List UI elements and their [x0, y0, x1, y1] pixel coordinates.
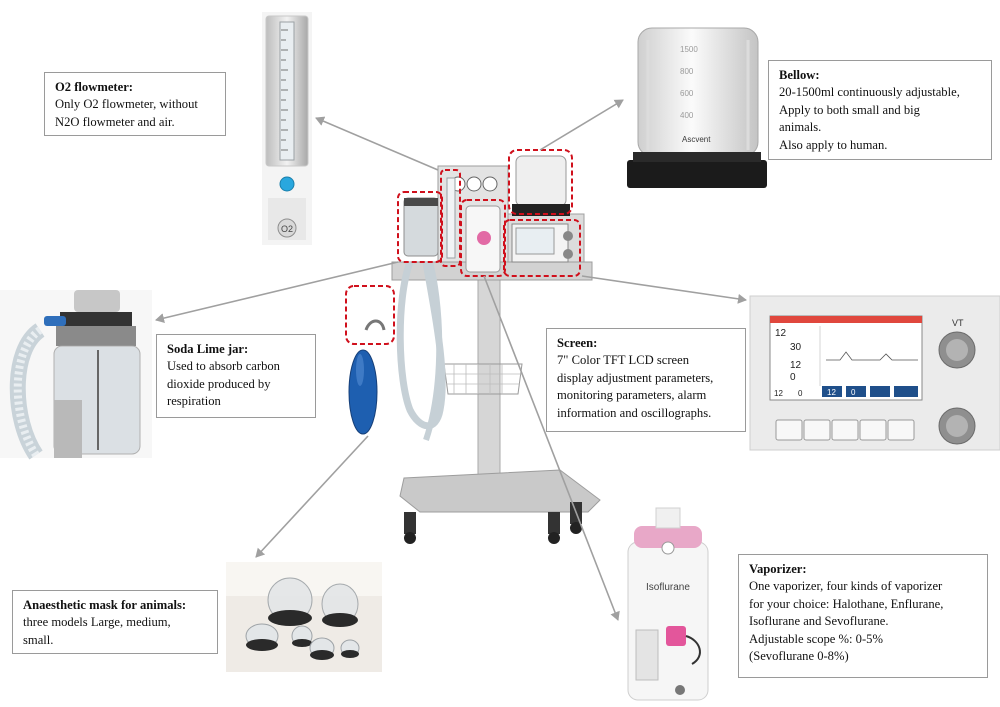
mask-photo	[226, 562, 382, 672]
screen-bottom-value-1: 12	[774, 389, 783, 398]
screen-bottom-value-2: 0	[798, 389, 803, 398]
screen-bottom-value-4: 0	[851, 388, 856, 397]
callout-line: One vaporizer, four kinds of vaporizer	[749, 579, 943, 594]
anesthesia-machine	[348, 155, 601, 544]
screen-vt-label: VT	[952, 318, 964, 328]
callout-line: Also apply to human.	[779, 137, 888, 152]
bellow-scale-3: 600	[680, 89, 694, 98]
callout-line: N2O flowmeter and air.	[55, 114, 175, 129]
flowmeter-scale	[281, 29, 288, 151]
vaporizer-photo: Isoflurane	[627, 507, 709, 701]
callout-soda-lime: Soda Lime jar: Used to absorb carbon dio…	[156, 334, 316, 418]
callout-line: Used to absorb carbon	[167, 359, 280, 374]
callout-line: Isoflurane and Sevoflurane.	[749, 614, 889, 629]
screen-bottom-value-3: 12	[827, 388, 836, 397]
callout-mask: Anaesthetic mask for animals: three mode…	[12, 590, 218, 654]
callout-line: information and oscillographs.	[557, 405, 712, 420]
callout-o2-flowmeter: O2 flowmeter: Only O2 flowmeter, without…	[44, 72, 226, 136]
highlight-bellow	[508, 149, 573, 215]
bellow-scale-2: 800	[680, 67, 694, 76]
callout-bellow: Bellow: 20-1500ml continuously adjustabl…	[768, 60, 992, 160]
highlight-bag	[345, 285, 395, 345]
highlight-soda-lime	[397, 191, 443, 263]
callout-line: Adjustable scope %: 0-5%	[749, 631, 883, 646]
bellow-scale-4: 400	[680, 111, 694, 120]
callout-screen: Screen: 7" Color TFT LCD screen display …	[546, 328, 746, 432]
screen-value-4: 0	[790, 372, 796, 383]
screen-bottom-keys	[822, 386, 918, 397]
callout-title: Anaesthetic mask for animals:	[23, 598, 187, 612]
screen-value-2: 30	[790, 342, 802, 353]
screen-buttons	[775, 419, 915, 441]
screen-photo: 12 30 12 0 12 0 12 0 VT	[749, 295, 1000, 451]
arrow-to-bellow	[539, 99, 624, 151]
flowmeter-knob-label: O2	[281, 224, 293, 234]
callout-line: 7" Color TFT LCD screen	[557, 353, 690, 368]
vaporizer-brand-label: Isoflurane	[646, 582, 690, 593]
callout-title: Bellow:	[779, 68, 820, 82]
arrow-to-mask	[255, 435, 369, 558]
o2-flowmeter-photo: O2	[262, 12, 312, 245]
highlight-boxes	[345, 149, 581, 345]
screen-value-3: 12	[790, 360, 802, 371]
bellow-photo: 1500 800 600 400 Ascvent	[627, 27, 767, 188]
highlight-vaporizer	[460, 199, 506, 277]
arrow-to-soda-lime	[155, 261, 399, 323]
callout-line: Apply to both small and big	[779, 102, 920, 117]
screen-left-values: 12 30 12 0	[775, 328, 802, 383]
callout-line: three models Large, medium,	[23, 615, 171, 630]
bellow-mark: Ascvent	[682, 135, 711, 144]
callout-line: 20-1500ml continuously adjustable,	[779, 85, 960, 100]
callout-title: Screen:	[557, 336, 598, 350]
callout-line: monitoring parameters, alarm	[557, 388, 707, 403]
callout-line: animals.	[779, 120, 822, 135]
arrow-to-o2-flowmeter	[315, 116, 439, 171]
screen-value-1: 12	[775, 328, 787, 339]
callout-line: dioxide produced by	[167, 376, 271, 391]
callout-line: for your choice: Halothane, Enflurane,	[749, 596, 944, 611]
callout-line: respiration	[167, 394, 221, 409]
callout-line: Only O2 flowmeter, without	[55, 97, 198, 112]
arrow-to-screen	[581, 275, 747, 304]
callout-title: Soda Lime jar:	[167, 342, 249, 356]
soda-lime-photo	[0, 290, 152, 460]
callout-vaporizer: Vaporizer: One vaporizer, four kinds of …	[738, 554, 988, 678]
bellow-scale-1: 1500	[680, 45, 698, 54]
highlight-flowmeter	[440, 169, 461, 267]
highlight-screen	[503, 219, 581, 277]
callout-title: Vaporizer:	[749, 562, 807, 576]
arrow-to-vaporizer	[483, 275, 620, 621]
leader-arrows	[155, 99, 747, 621]
callout-line: small.	[23, 632, 54, 647]
callout-line: (Sevoflurane 0-8%)	[749, 648, 849, 663]
callout-title: O2 flowmeter:	[55, 80, 133, 94]
callout-line: display adjustment parameters,	[557, 370, 714, 385]
